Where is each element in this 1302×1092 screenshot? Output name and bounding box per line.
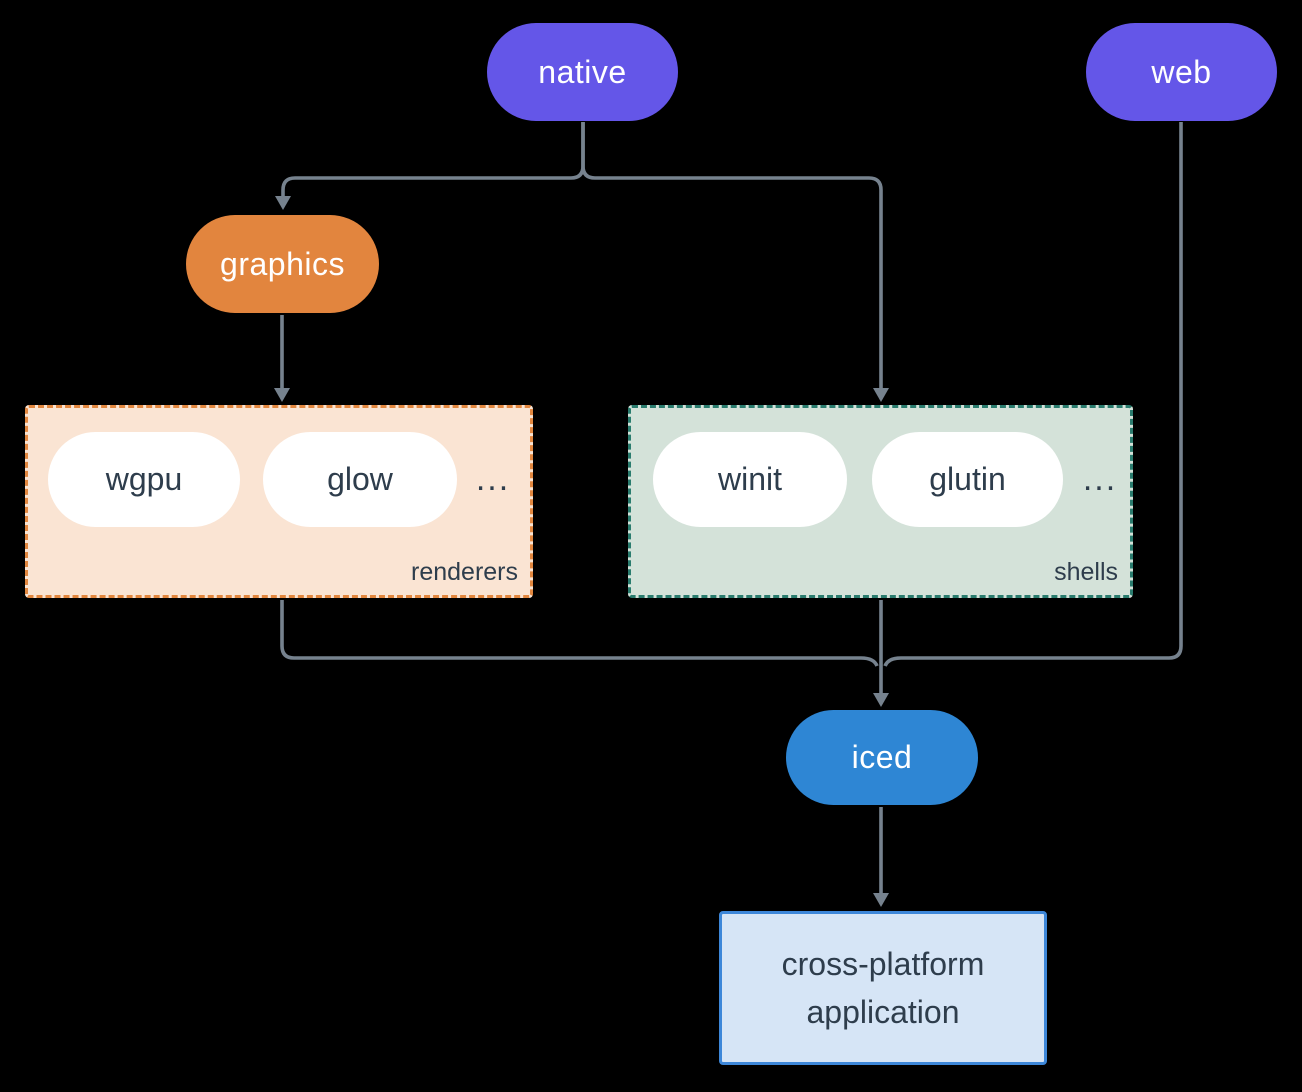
- renderer-pill-glow: glow: [263, 432, 457, 527]
- node-cross-platform-application-label: cross-platform application: [781, 946, 985, 1030]
- edge-web-to-iced: [883, 122, 1183, 667]
- arrowhead-into-graphics: [275, 196, 291, 210]
- shells-ellipsis: ...: [1082, 460, 1118, 498]
- node-iced-label: iced: [851, 739, 913, 775]
- arrowhead-into-renderers: [274, 388, 290, 402]
- arrowhead-into-iced: [873, 693, 889, 707]
- group-shells: winit glutin ... shells: [628, 405, 1133, 598]
- edge-renderers-to-iced: [280, 600, 879, 667]
- node-native: native: [487, 23, 678, 121]
- shell-pill-winit-label: winit: [717, 461, 782, 497]
- shell-pill-winit: winit: [653, 432, 847, 527]
- shell-pill-glutin-label: glutin: [929, 461, 1006, 497]
- node-iced: iced: [786, 710, 978, 805]
- arrowhead-into-application: [873, 893, 889, 907]
- renderer-pill-glow-label: glow: [327, 461, 393, 497]
- renderers-group-label: renderers: [411, 558, 518, 586]
- node-web-label: web: [1151, 53, 1212, 90]
- group-renderers: wgpu glow ... renderers: [25, 405, 533, 598]
- renderer-pill-wgpu-label: wgpu: [105, 461, 183, 497]
- edge-native-to-graphics: [281, 122, 585, 197]
- edge-native-to-shells: [581, 122, 883, 389]
- shells-group-label: shells: [1054, 558, 1118, 586]
- node-native-label: native: [538, 53, 627, 90]
- node-web: web: [1086, 23, 1277, 121]
- shell-pill-glutin: glutin: [872, 432, 1063, 527]
- arrowhead-into-shells: [873, 388, 889, 402]
- node-graphics-label: graphics: [220, 245, 345, 282]
- renderer-pill-wgpu: wgpu: [48, 432, 240, 527]
- node-graphics: graphics: [186, 215, 379, 313]
- renderers-ellipsis: ...: [475, 460, 511, 498]
- node-cross-platform-application: cross-platform application: [719, 911, 1047, 1065]
